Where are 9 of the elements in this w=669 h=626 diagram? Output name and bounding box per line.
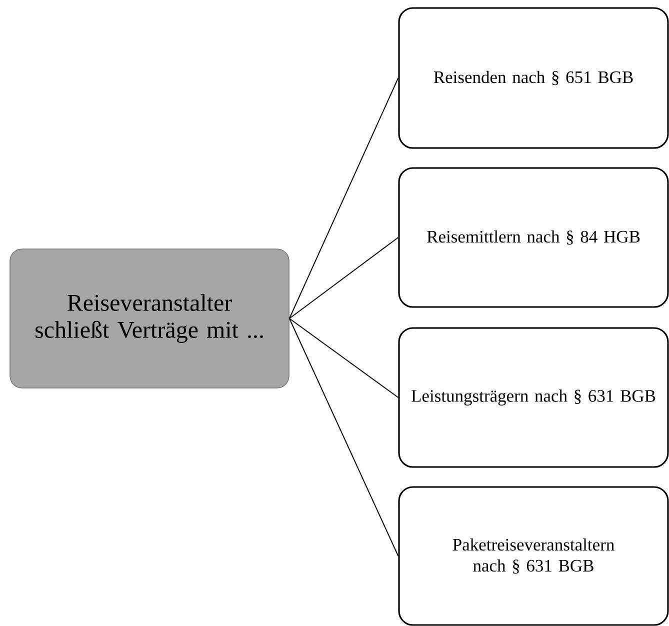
connector-line (288, 318, 399, 398)
connector-line (288, 318, 399, 556)
main-box: Reiseveranstalter schließt Verträge mit ... (10, 248, 290, 388)
process-box: Leistungsträgern nach § 631 BGB (398, 327, 669, 468)
process-box: Reisemittlern nach § 84 HGB (398, 167, 669, 308)
connector-line (288, 237, 399, 319)
connector-line (288, 78, 399, 319)
process-box: Paketreiseveranstaltern nach § 631 BGB (398, 486, 669, 626)
process-box: Reisenden nach § 651 BGB (398, 7, 669, 149)
